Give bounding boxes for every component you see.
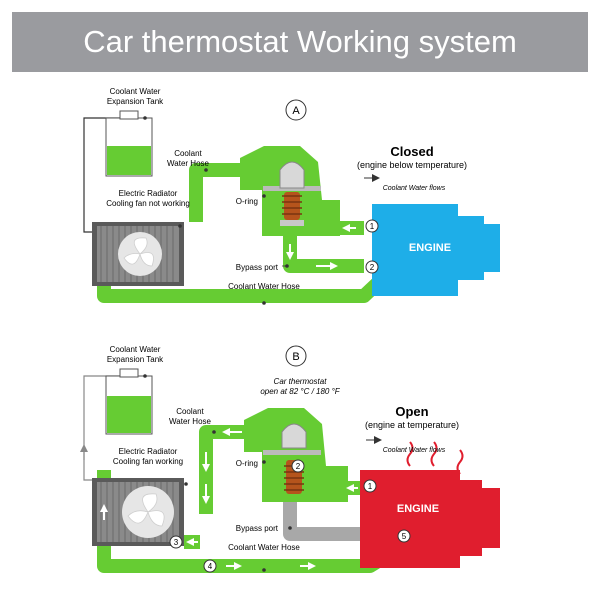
svg-text:4: 4	[208, 562, 213, 571]
marker-1-b: 1	[363, 479, 377, 493]
svg-text:2: 2	[370, 263, 375, 272]
marker-1-a: 1	[365, 219, 379, 233]
state-title-a: Closed	[390, 144, 433, 159]
top-hose-b	[199, 425, 250, 514]
panel-badge-a: A	[285, 99, 307, 121]
panel-a: 1 2 Coolant Water Expansion Tank Coolant…	[83, 87, 500, 305]
state-subtitle-a: (engine below temperature)	[357, 160, 467, 170]
engine-label-b: ENGINE	[397, 503, 439, 515]
bottom-hose-label-a: Coolant Water Hose	[228, 282, 300, 291]
hose-label-b-1: Coolant	[176, 407, 204, 416]
expansion-tank-label-a-2: Expansion Tank	[107, 97, 164, 106]
fan-spinning-icon	[127, 493, 165, 527]
state-subtitle-b: (engine at temperature)	[365, 420, 459, 430]
expansion-tank-label-b-1: Coolant Water	[110, 345, 161, 354]
tank-connector-line-b	[83, 375, 120, 481]
svg-text:B: B	[292, 351, 299, 363]
expansion-tank-b	[105, 368, 153, 435]
engine-closed	[372, 204, 500, 296]
engine-open	[360, 441, 500, 568]
flow-arrows-a	[286, 174, 380, 270]
marker-2-a: 2	[365, 260, 379, 274]
state-title-b: Open	[395, 404, 428, 419]
svg-text:A: A	[292, 105, 300, 117]
thermostat-caption-2: open at 82 °C / 180 °F	[260, 387, 340, 396]
bypass-port-label-a: Bypass port	[236, 263, 279, 272]
tank-connector-line	[83, 117, 120, 233]
panel-b: 1 2 3 4 5 Coolant Water Expansion Tank C…	[80, 345, 500, 573]
o-ring-label-b: O-ring	[236, 459, 258, 468]
hose-label-b-2: Water Hose	[169, 417, 211, 426]
radiator-label-b-2: Cooling fan working	[113, 457, 183, 466]
marker-4-b: 4	[203, 559, 217, 573]
radiator-label-a-1: Electric Radiator	[119, 189, 178, 198]
radiator-closed	[92, 222, 184, 286]
hose-label-a-1: Coolant	[174, 149, 202, 158]
hose-label-a-2: Water Hose	[167, 159, 209, 168]
panel-badge-b: B	[285, 345, 307, 367]
radiator-label-a-2: Cooling fan not working	[106, 199, 190, 208]
bypass-pipe	[283, 236, 364, 273]
expansion-tank-label-b-2: Expansion Tank	[107, 355, 164, 364]
o-ring-label-a: O-ring	[236, 197, 258, 206]
svg-text:2: 2	[296, 462, 301, 471]
bottom-hose-label-b: Coolant Water Hose	[228, 543, 300, 552]
marker-2-b: 2	[291, 459, 305, 473]
expansion-tank	[105, 110, 153, 177]
thermostat-caption-1: Car thermostat	[274, 377, 328, 386]
svg-text:5: 5	[402, 532, 407, 541]
top-hose	[189, 163, 244, 222]
svg-text:1: 1	[370, 222, 375, 231]
title-banner: Car thermostat Working system	[12, 12, 588, 72]
thermostat-closed	[263, 161, 321, 226]
flow-label-a: Coolant Water flows	[383, 185, 446, 192]
svg-text:3: 3	[174, 538, 179, 547]
bypass-port-label-b: Bypass port	[236, 524, 279, 533]
radiator-open	[92, 478, 184, 546]
flow-label-b: Coolant Water flows	[383, 447, 446, 454]
marker-3-b: 3	[169, 535, 183, 549]
radiator-label-b-1: Electric Radiator	[119, 447, 178, 456]
flow-arrows-b	[100, 428, 382, 570]
heat-waves-icon	[406, 441, 464, 475]
marker-5-b: 5	[397, 529, 411, 543]
engine-label-a: ENGINE	[409, 242, 451, 254]
bypass-pipe-b	[283, 502, 364, 541]
page-title: Car thermostat Working system	[83, 24, 517, 59]
svg-text:1: 1	[368, 482, 373, 491]
expansion-tank-label-a-1: Coolant Water	[110, 87, 161, 96]
fan-icon	[123, 237, 154, 267]
